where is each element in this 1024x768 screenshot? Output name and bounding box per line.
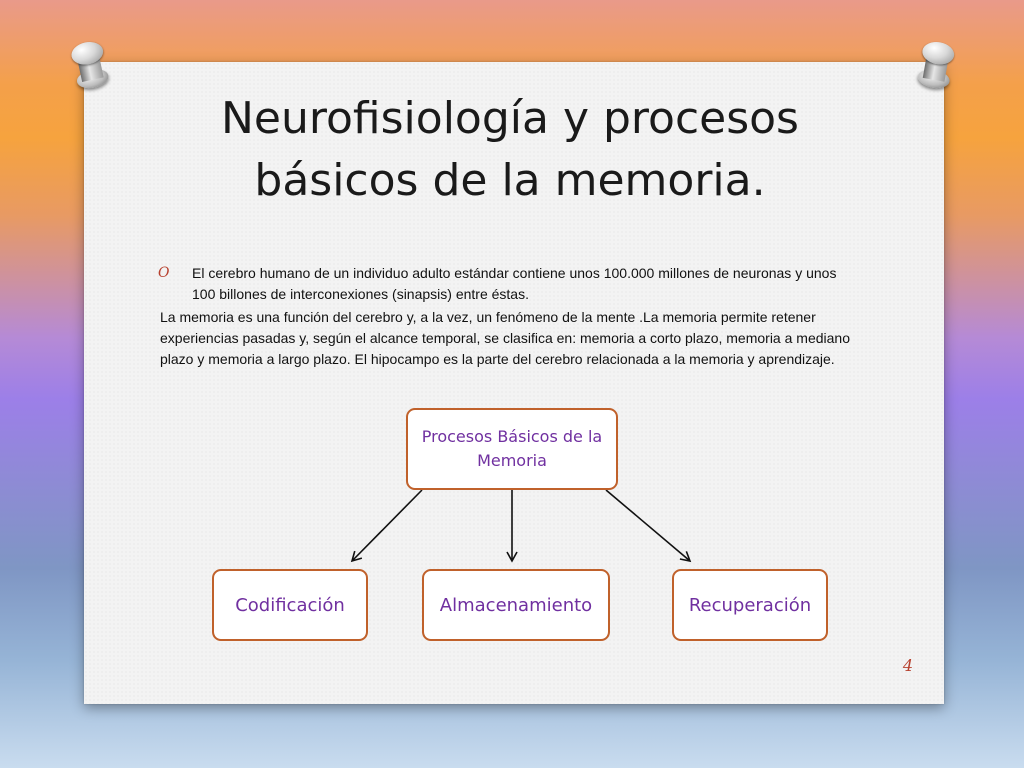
connector-arrow — [350, 489, 423, 563]
slide-title: Neurofisiología y procesos básicos de la… — [221, 93, 799, 206]
body-paragraph: La memoria es una función del cerebro y,… — [160, 309, 850, 367]
bullet-text: El cerebro humano de un individuo adulto… — [192, 265, 837, 302]
diagram-root-node: Procesos Básicos de la Memoria — [406, 408, 618, 490]
diagram-node-almacenamiento: Almacenamiento — [422, 569, 610, 641]
connector-arrow — [605, 489, 692, 563]
bullet-marker: O — [158, 265, 170, 281]
diagram-node-recuperacion: Recuperación — [672, 569, 828, 641]
diagram-node-codificacion: Codificación — [212, 569, 368, 641]
page-number: 4 — [902, 656, 914, 675]
bullet-item: O El cerebro humano de un individuo adul… — [158, 263, 858, 305]
